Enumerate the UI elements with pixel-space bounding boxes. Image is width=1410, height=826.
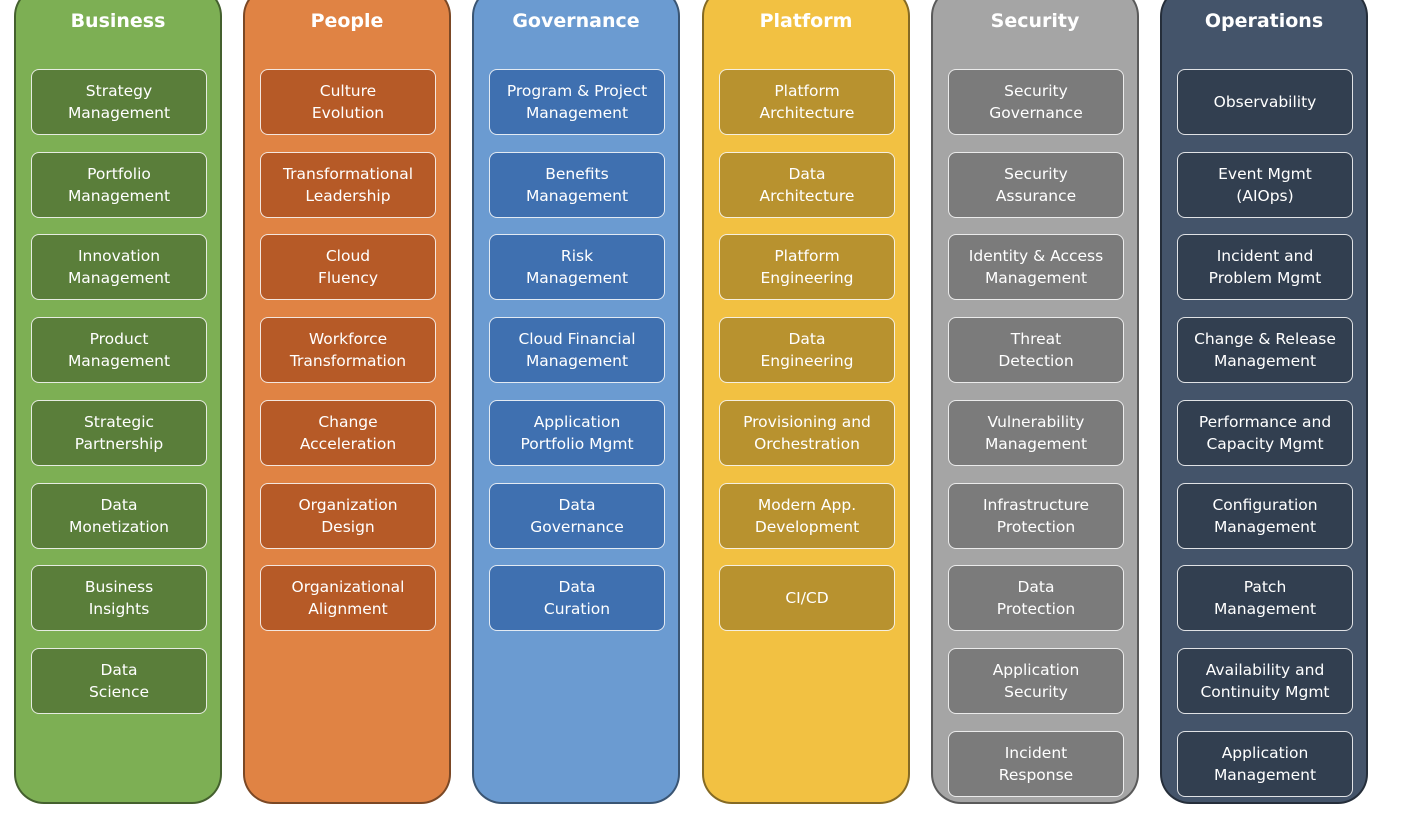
column-title: People bbox=[310, 10, 384, 32]
capability-card: Platform Architecture bbox=[719, 69, 895, 135]
capability-card: Risk Management bbox=[489, 234, 665, 301]
capability-card: Platform Engineering bbox=[719, 234, 895, 301]
column-title: Business bbox=[70, 10, 166, 32]
capability-card: Business Insights bbox=[31, 565, 207, 632]
capability-card: Data Science bbox=[31, 647, 207, 714]
capability-card: Data Monetization bbox=[31, 482, 207, 549]
capability-card: Infrastructure Protection bbox=[948, 482, 1124, 549]
capability-card: Portfolio Management bbox=[31, 151, 207, 218]
capability-card: Threat Detection bbox=[948, 317, 1124, 384]
capability-card: Organization Design bbox=[260, 482, 436, 549]
capability-card: Application Portfolio Mgmt bbox=[489, 399, 665, 466]
capability-card: Cloud Fluency bbox=[260, 234, 436, 301]
column-title: Operations bbox=[1204, 10, 1324, 32]
column-title: Governance bbox=[512, 10, 640, 32]
capability-card: Patch Management bbox=[1177, 565, 1353, 632]
capability-card: Event Mgmt (AIOps) bbox=[1177, 151, 1353, 218]
capability-card: Workforce Transformation bbox=[260, 317, 436, 384]
capability-card: Strategy Management bbox=[31, 69, 207, 135]
capability-card: Observability bbox=[1177, 69, 1353, 135]
capability-card: Strategic Partnership bbox=[31, 399, 207, 466]
capability-card: Organizational Alignment bbox=[260, 565, 436, 632]
capability-card: Provisioning and Orchestration bbox=[719, 399, 895, 466]
capability-card: Application Management bbox=[1177, 730, 1353, 797]
capability-card: Performance and Capacity Mgmt bbox=[1177, 399, 1353, 466]
capability-card: Security Governance bbox=[948, 69, 1124, 135]
capability-card: Identity & Access Management bbox=[948, 234, 1124, 301]
capability-card: Application Security bbox=[948, 647, 1124, 714]
capability-card: Incident and Problem Mgmt bbox=[1177, 234, 1353, 301]
capability-card: Change Acceleration bbox=[260, 399, 436, 466]
capability-card: Data Governance bbox=[489, 482, 665, 549]
column-title: Platform bbox=[759, 10, 853, 32]
capability-card: Incident Response bbox=[948, 730, 1124, 797]
capability-card: Benefits Management bbox=[489, 151, 665, 218]
capability-card: Modern App. Development bbox=[719, 482, 895, 549]
capability-card: Security Assurance bbox=[948, 151, 1124, 218]
capability-card: Innovation Management bbox=[31, 234, 207, 301]
capability-card: Vulnerability Management bbox=[948, 399, 1124, 466]
capability-card: Data Engineering bbox=[719, 317, 895, 384]
capability-card: Data Curation bbox=[489, 565, 665, 632]
capability-card: Change & Release Management bbox=[1177, 317, 1353, 384]
column-title: Security bbox=[990, 10, 1080, 32]
capability-card: Configuration Management bbox=[1177, 482, 1353, 549]
capability-card: Transformational Leadership bbox=[260, 151, 436, 218]
capability-card: Program & Project Management bbox=[489, 69, 665, 135]
capability-card: Product Management bbox=[31, 317, 207, 384]
capability-card: Culture Evolution bbox=[260, 69, 436, 135]
capability-card: Data Architecture bbox=[719, 151, 895, 218]
capability-card: CI/CD bbox=[719, 565, 895, 632]
capability-card: Availability and Continuity Mgmt bbox=[1177, 647, 1353, 714]
capability-card: Data Protection bbox=[948, 565, 1124, 632]
capability-card: Cloud Financial Management bbox=[489, 317, 665, 384]
